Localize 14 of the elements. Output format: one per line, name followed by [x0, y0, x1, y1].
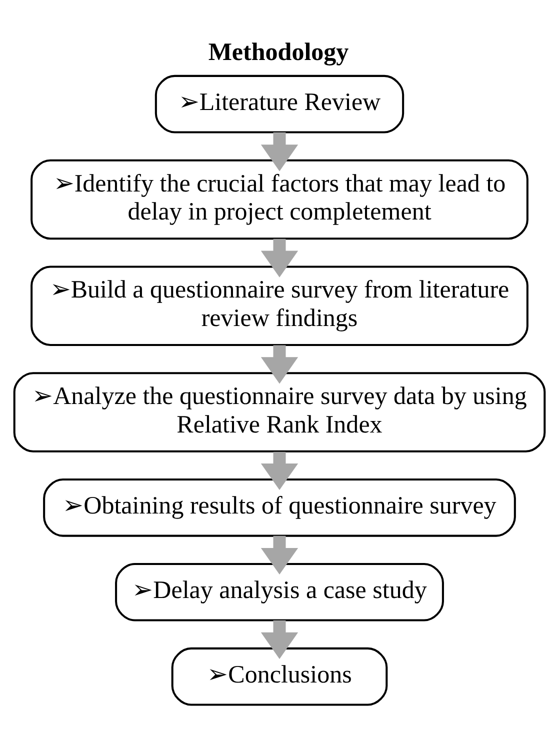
arrow [260, 620, 298, 659]
node-box: ➢Literature Review [154, 74, 404, 134]
node-box: ➢Obtaining results of questionnaire survey [43, 478, 516, 537]
node-box: ➢Identify the crucial factors that may lead to delay in project completement [30, 159, 528, 240]
node-box: ➢Build a questionnaire survey from literature review findings [30, 266, 528, 346]
arrow [260, 452, 298, 490]
arrow [260, 238, 298, 278]
diagram-title: Methodology [208, 38, 349, 66]
node-box: ➢Conclusions [171, 647, 388, 706]
arrow [260, 345, 298, 384]
arrow [260, 132, 298, 172]
arrow [260, 536, 298, 574]
node-box: ➢Analyze the questionnaire survey data by using Relative Rank Index [13, 372, 546, 452]
node-box: ➢Delay analysis a case study [115, 562, 444, 622]
